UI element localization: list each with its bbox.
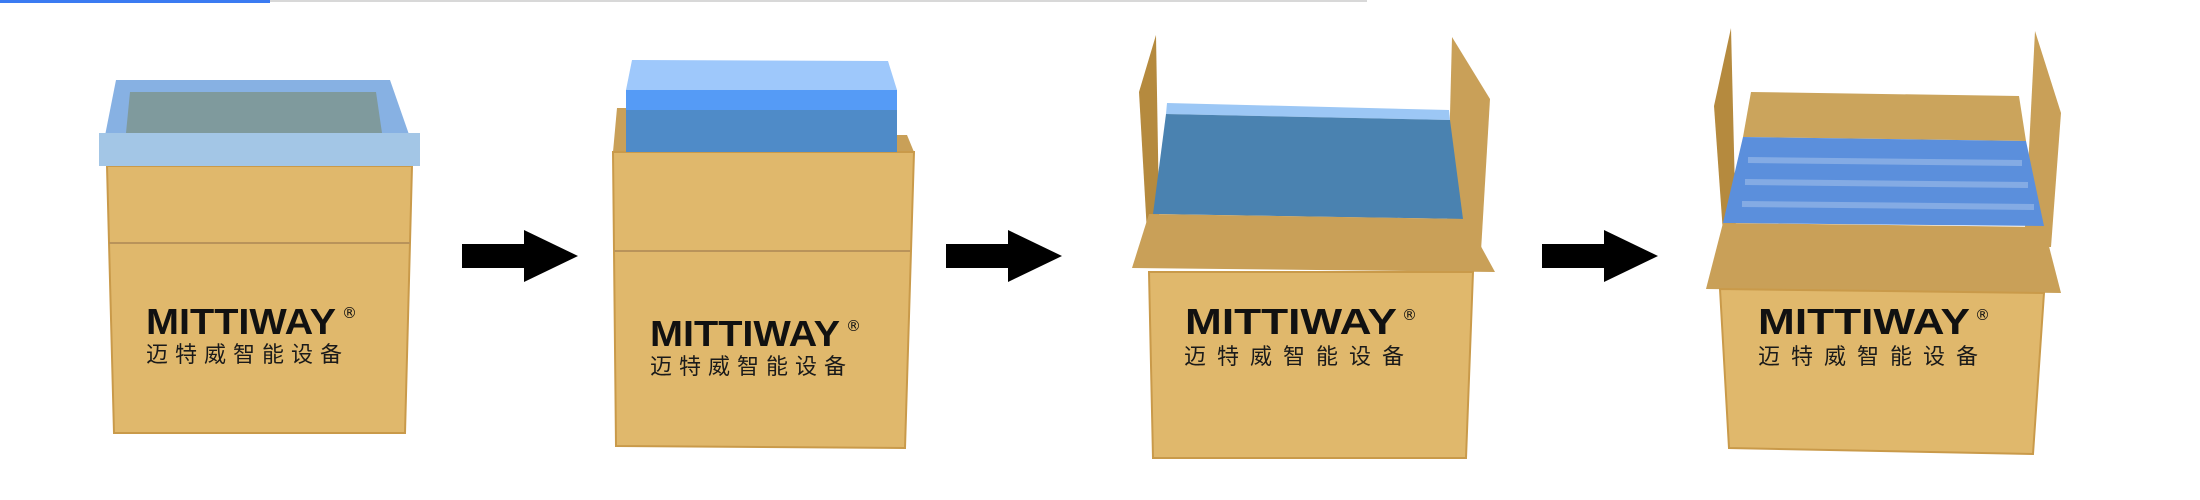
brand-logo: MITTIWAY bbox=[1185, 301, 1397, 342]
top-progress-bar-blue bbox=[0, 0, 270, 3]
brand-logo: MITTIWAY bbox=[146, 301, 336, 342]
brand-subtitle: 迈特威智能设备 bbox=[146, 343, 342, 368]
brand-subtitle: 迈特威智能设备 bbox=[650, 355, 846, 380]
box-front-flap bbox=[1706, 223, 2061, 293]
foam-tray-ribs bbox=[1741, 157, 2035, 210]
right-arrow-icon bbox=[462, 230, 578, 282]
step-2-box: MITTIWAY ® 迈特威智能设备 bbox=[611, 60, 916, 450]
foam-liner-inner bbox=[126, 92, 382, 133]
foam-lid-edge bbox=[1166, 103, 1450, 120]
step-4-box: MITTIWAY ® 迈特威智能设备 bbox=[1706, 28, 2061, 456]
registered-mark: ® bbox=[1402, 306, 1417, 324]
box-body bbox=[1147, 271, 1475, 459]
right-arrow-icon bbox=[946, 230, 1062, 282]
foam-block-body bbox=[626, 110, 897, 152]
foam-lid bbox=[1153, 114, 1463, 219]
right-arrow-icon bbox=[1542, 230, 1658, 282]
brand-logo: MITTIWAY bbox=[1758, 301, 1970, 342]
box-body bbox=[1718, 287, 2046, 456]
box-body bbox=[105, 165, 414, 434]
foam-block-band bbox=[626, 90, 897, 110]
box-back-flap bbox=[1743, 92, 2026, 141]
box-front-flap bbox=[1132, 214, 1495, 272]
box-body bbox=[611, 151, 916, 450]
registered-mark: ® bbox=[846, 317, 861, 335]
registered-mark: ® bbox=[1975, 306, 1990, 324]
box-side-flap bbox=[613, 108, 626, 152]
brand-subtitle: 迈特威智能设备 bbox=[1758, 345, 1978, 370]
foam-block-top bbox=[626, 60, 897, 90]
foam-liner-front bbox=[99, 133, 420, 166]
brand-logo: MITTIWAY bbox=[650, 313, 840, 354]
registered-mark: ® bbox=[342, 304, 357, 322]
step-3-box: MITTIWAY ® 迈特威智能设备 bbox=[1132, 35, 1495, 459]
box-side-flap bbox=[897, 135, 914, 152]
brand-subtitle: 迈特威智能设备 bbox=[1184, 345, 1404, 370]
top-divider-line bbox=[270, 0, 1367, 2]
box-left-flap bbox=[1714, 28, 1736, 233]
step-1-box: MITTIWAY ® 迈特威智能设备 bbox=[99, 80, 420, 434]
